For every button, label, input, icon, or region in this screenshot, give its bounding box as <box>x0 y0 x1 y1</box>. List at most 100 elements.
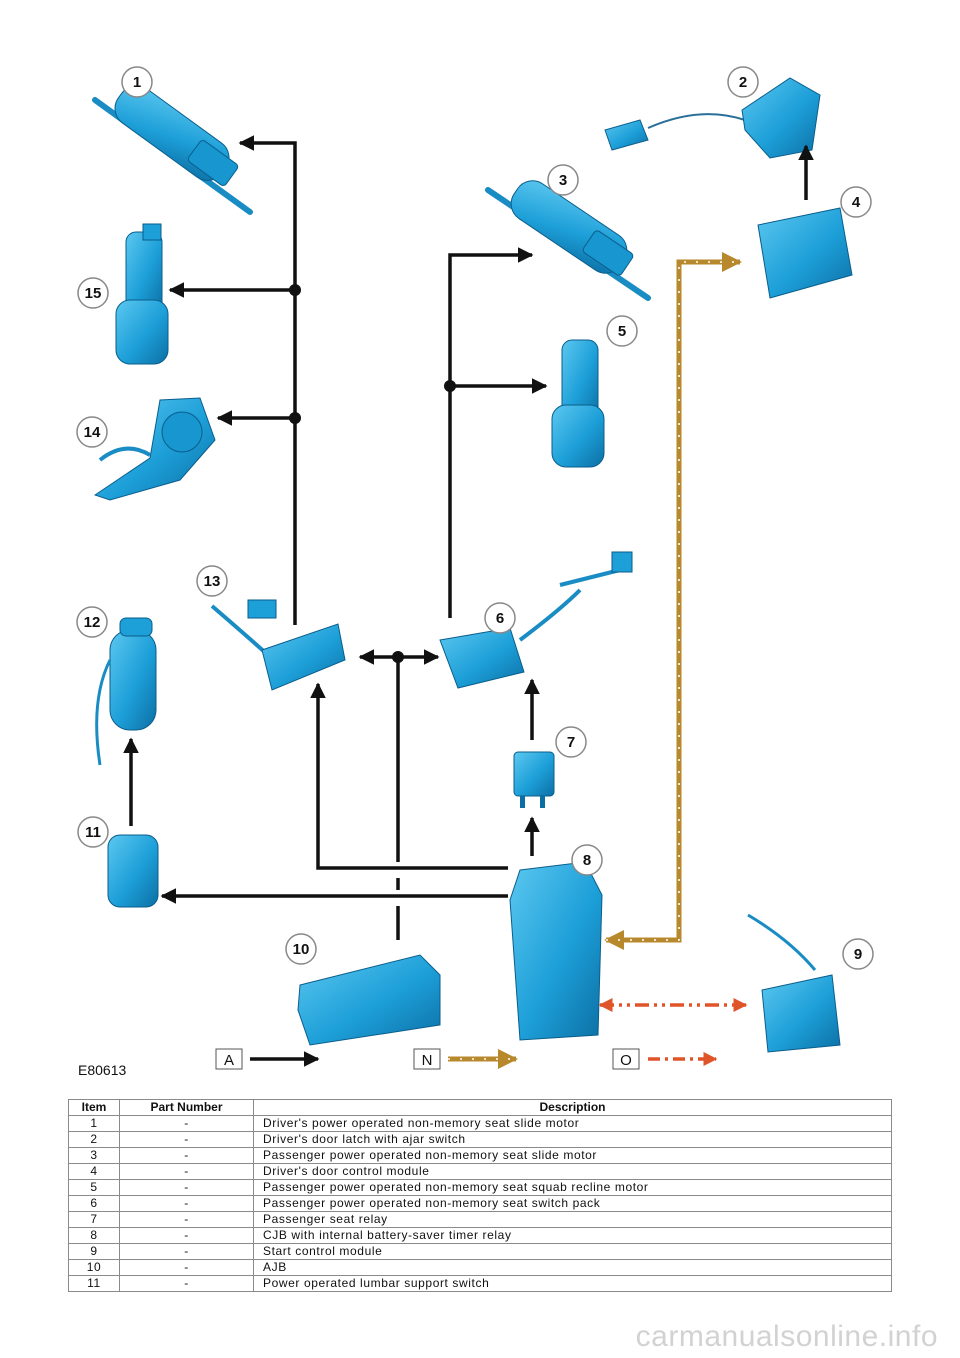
callout-12: 12 <box>76 606 108 638</box>
item-cell: 6 <box>68 1195 120 1212</box>
table-row: 8-CJB with internal battery-saver timer … <box>68 1227 892 1244</box>
svg-text:13: 13 <box>204 573 221 590</box>
svg-text:5: 5 <box>618 323 626 340</box>
figure-id: E80613 <box>78 1062 126 1078</box>
description-cell: Driver's door latch with ajar switch <box>253 1131 892 1148</box>
svg-text:3: 3 <box>559 172 567 189</box>
svg-text:N: N <box>422 1052 433 1069</box>
component-lumbar-pump <box>95 617 157 766</box>
watermark: carmanualsonline.info <box>635 1320 938 1353</box>
svg-text:11: 11 <box>85 824 101 841</box>
item-cell: 11 <box>68 1275 120 1292</box>
wiring-diagram: 1 2 3 4 5 6 7 8 9 10 11 12 13 14 15 E806… <box>76 66 874 1078</box>
callout-3: 3 <box>547 164 579 196</box>
callout-15: 15 <box>77 277 109 309</box>
junction-dots <box>289 284 456 663</box>
table-row: 4-Driver's door control module <box>68 1163 892 1180</box>
callout-6: 6 <box>484 602 516 634</box>
component-driver-seat-slide-motor <box>92 85 253 215</box>
item-cell: 1 <box>68 1115 120 1132</box>
part-number-cell: - <box>119 1275 254 1292</box>
svg-text:14: 14 <box>84 424 101 441</box>
component-passenger-seat-relay <box>513 751 555 808</box>
part-number-cell: - <box>119 1195 254 1212</box>
description-cell: Passenger power operated non-memory seat… <box>253 1195 892 1212</box>
svg-text:10: 10 <box>293 941 310 958</box>
svg-text:1: 1 <box>133 74 141 91</box>
part-number-cell: - <box>119 1163 254 1180</box>
header-description: Description <box>253 1099 892 1116</box>
svg-text:2: 2 <box>739 74 747 91</box>
component-passenger-seat-switch-pack <box>439 551 633 689</box>
table-row: 2-Driver's door latch with ajar switch <box>68 1131 892 1148</box>
callout-7: 7 <box>555 726 587 758</box>
svg-text:A: A <box>224 1052 234 1069</box>
header-item: Item <box>68 1099 120 1116</box>
callout-1: 1 <box>121 66 153 98</box>
svg-text:4: 4 <box>852 194 861 211</box>
parts-table: Item Part Number Description 1-Driver's … <box>68 1099 892 1292</box>
description-cell: Power operated lumbar support switch <box>253 1275 892 1292</box>
description-cell: Driver's power operated non-memory seat … <box>253 1115 892 1132</box>
part-number-cell: - <box>119 1131 254 1148</box>
part-number-cell: - <box>119 1243 254 1260</box>
table-row: 10-AJB <box>68 1259 892 1276</box>
description-cell: Driver's door control module <box>253 1163 892 1180</box>
header-part-number: Part Number <box>119 1099 254 1116</box>
component-driver-seat-switch-pack <box>210 599 346 691</box>
component-lumbar-switch <box>107 834 159 908</box>
component-ajb <box>297 954 441 1046</box>
item-cell: 10 <box>68 1259 120 1276</box>
callout-10: 10 <box>285 933 317 965</box>
component-door-control-module <box>757 207 853 299</box>
svg-text:6: 6 <box>496 610 504 627</box>
component-cjb <box>509 861 603 1041</box>
key-lin-bus: N <box>413 1048 518 1070</box>
component-door-latch <box>604 77 821 159</box>
component-start-control-module <box>747 913 841 1053</box>
item-cell: 8 <box>68 1227 120 1244</box>
table-row: 9-Start control module <box>68 1243 892 1260</box>
component-passenger-recline-motor <box>551 339 605 468</box>
description-cell: Start control module <box>253 1243 892 1260</box>
lin-bus-connection <box>604 252 742 950</box>
description-cell: Passenger power operated non-memory seat… <box>253 1179 892 1196</box>
table-header-row: Item Part Number Description <box>68 1099 892 1116</box>
svg-text:7: 7 <box>567 734 575 751</box>
callout-5: 5 <box>606 315 638 347</box>
description-cell: AJB <box>253 1259 892 1276</box>
part-number-cell: - <box>119 1227 254 1244</box>
description-cell: Passenger seat relay <box>253 1211 892 1228</box>
table-row: 11-Power operated lumbar support switch <box>68 1275 892 1292</box>
part-number-cell: - <box>119 1211 254 1228</box>
part-number-cell: - <box>119 1179 254 1196</box>
component-driver-squab-recline-motor <box>115 223 169 365</box>
part-number-cell: - <box>119 1259 254 1276</box>
part-number-cell: - <box>119 1115 254 1132</box>
key-can-bus: O <box>612 1048 718 1070</box>
callout-13: 13 <box>196 565 228 597</box>
component-driver-recline-motor-gear <box>93 397 216 501</box>
part-number-cell: - <box>119 1147 254 1164</box>
table-row: 3-Passenger power operated non-memory se… <box>68 1147 892 1164</box>
callout-8: 8 <box>571 844 603 876</box>
callout-9: 9 <box>842 938 874 970</box>
callout-2: 2 <box>727 66 759 98</box>
svg-text:15: 15 <box>85 285 102 302</box>
key-hardwire: A <box>215 1048 320 1070</box>
table-row: 1-Driver's power operated non-memory sea… <box>68 1115 892 1132</box>
table-row: 6-Passenger power operated non-memory se… <box>68 1195 892 1212</box>
svg-text:O: O <box>620 1052 632 1069</box>
callout-4: 4 <box>840 186 872 218</box>
item-cell: 5 <box>68 1179 120 1196</box>
svg-text:12: 12 <box>84 614 101 631</box>
description-cell: Passenger power operated non-memory seat… <box>253 1147 892 1164</box>
table-row: 5-Passenger power operated non-memory se… <box>68 1179 892 1196</box>
callout-14: 14 <box>76 416 108 448</box>
item-cell: 2 <box>68 1131 120 1148</box>
svg-text:9: 9 <box>854 946 862 963</box>
table-row: 7-Passenger seat relay <box>68 1211 892 1228</box>
item-cell: 4 <box>68 1163 120 1180</box>
callout-11: 11 <box>77 816 109 848</box>
svg-text:8: 8 <box>583 852 591 869</box>
